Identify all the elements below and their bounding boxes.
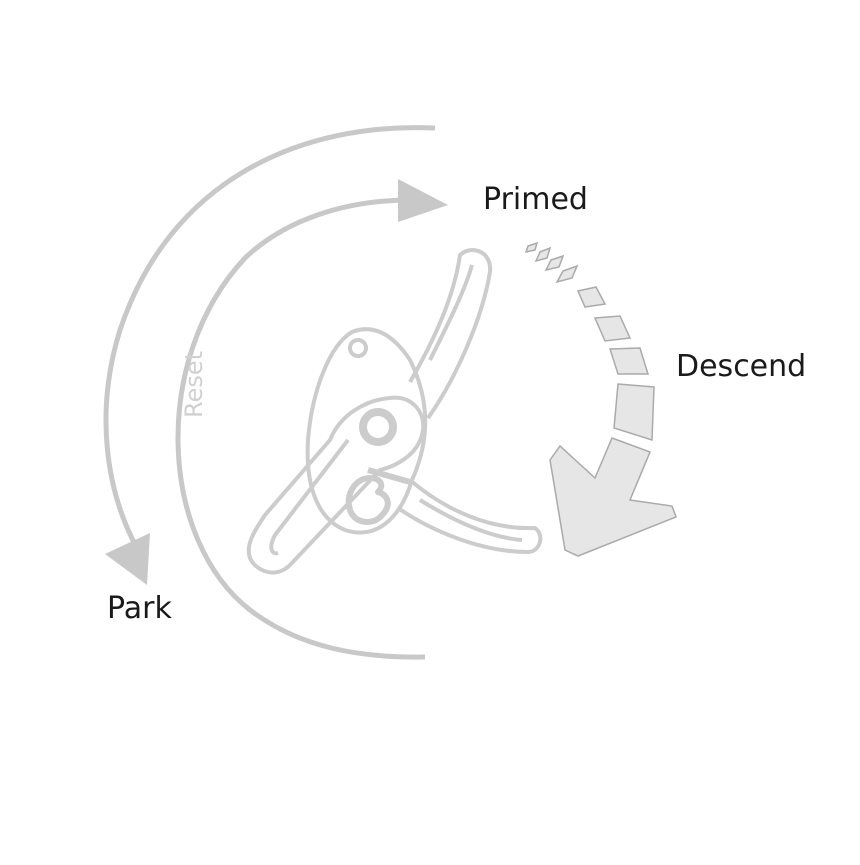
park-label: Park: [107, 591, 172, 626]
reset-label: Reset: [180, 350, 208, 418]
park-arc-arrow: [103, 125, 436, 585]
primed-arrowhead-icon: [398, 179, 448, 222]
park-arrowhead-icon: [105, 533, 150, 585]
belay-device-icon: [246, 248, 543, 575]
descend-arrow: [524, 241, 677, 557]
reset-arc: [175, 256, 426, 660]
descend-label: Descend: [676, 349, 807, 384]
primed-label: Primed: [483, 182, 588, 217]
primed-arc-arrow: [243, 179, 448, 260]
